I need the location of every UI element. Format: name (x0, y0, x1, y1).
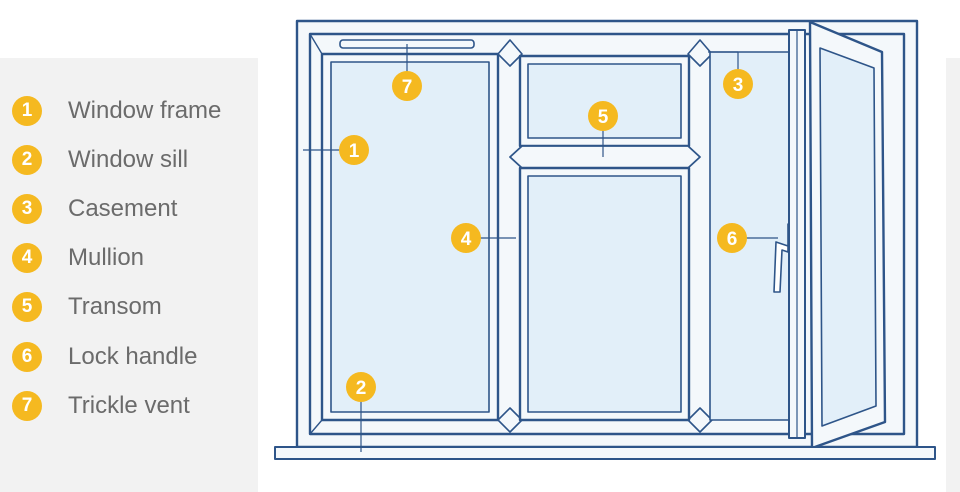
bottom-middle-glass (527, 175, 682, 413)
legend-badge: 7 (12, 390, 42, 421)
legend-label: Window sill (68, 145, 189, 173)
legend-label: Mullion (68, 244, 145, 272)
legend-badge: 2 (12, 144, 42, 175)
legend-item-casement: 3 Casement (12, 184, 221, 233)
legend-badge: 3 (12, 193, 42, 224)
callout-badge-window-sill (346, 372, 376, 402)
legend-item-transom: 5 Transom (12, 283, 221, 332)
legend-label: Window frame (68, 96, 222, 124)
callout-number: 4 (461, 229, 472, 250)
callout-badge-lock-handle (717, 223, 747, 253)
callout-number: 5 (598, 107, 609, 128)
legend-label: Lock handle (68, 342, 198, 370)
left-sash-bevel (309, 33, 323, 55)
transom-bar (509, 145, 701, 169)
right-edge-panel (946, 58, 960, 492)
left-glass (330, 61, 490, 413)
legend-badge: 4 (12, 243, 42, 274)
callout-number: 3 (733, 75, 744, 96)
mullion-joint (497, 39, 523, 67)
left-sash-bevel (309, 419, 323, 435)
legend-item-window-sill: 2 Window sill (12, 135, 221, 184)
legend-label: Casement (68, 194, 178, 222)
callout-badge-transom (588, 101, 618, 131)
callout-badge-casement (723, 69, 753, 99)
callout-number: 2 (356, 378, 367, 399)
legend-label: Trickle vent (68, 391, 190, 419)
callout-number: 1 (349, 141, 360, 162)
lock-handle-icon (773, 223, 789, 293)
legend-panel (0, 58, 258, 492)
legend-item-window-frame: 1 Window frame (12, 86, 221, 135)
legend-badge: 5 (12, 292, 42, 323)
legend-item-mullion: 4 Mullion (12, 234, 221, 283)
open-casement-glass (819, 47, 877, 427)
callout-number: 7 (402, 77, 413, 98)
legend-item-lock-handle: 6 Lock handle (12, 332, 221, 381)
callout-badge-trickle-vent (392, 71, 422, 101)
legend-badge: 1 (12, 95, 42, 126)
callout-number: 6 (727, 229, 738, 250)
callout-badge-mullion (451, 223, 481, 253)
legend-item-trickle-vent: 7 Trickle vent (12, 381, 221, 430)
legend-label: Transom (68, 293, 162, 321)
callout-badge-window-frame (339, 135, 369, 165)
legend: 1 Window frame 2 Window sill 3 Casement … (12, 86, 221, 430)
window-sill-board (274, 446, 936, 460)
legend-badge: 6 (12, 341, 42, 372)
